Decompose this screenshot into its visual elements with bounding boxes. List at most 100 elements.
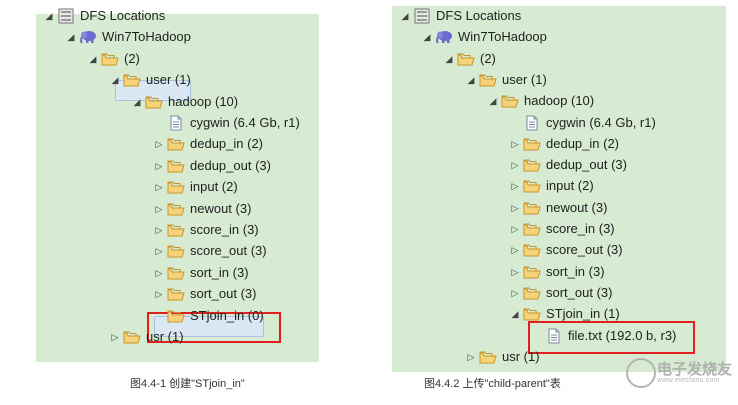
right-tree-item[interactable]: ◢user (1) xyxy=(466,70,738,90)
folder-icon xyxy=(523,285,541,301)
folder-icon xyxy=(167,158,185,174)
expand-arrow-icon[interactable]: ▷ xyxy=(155,139,163,150)
file-icon xyxy=(545,328,563,344)
left-tree-item[interactable]: ◢Win7ToHadoop xyxy=(66,27,366,47)
left-tree-item[interactable]: STjoin_in (0) xyxy=(154,306,454,326)
left-tree-item[interactable]: ▷ usr (1) xyxy=(110,327,410,347)
elephant-icon xyxy=(435,29,453,45)
collapse-arrow-icon[interactable]: ◢ xyxy=(445,53,453,64)
elephant-icon xyxy=(79,29,97,45)
right-tree-item-label: STjoin_in (1) xyxy=(546,306,620,322)
expand-arrow-icon[interactable]: ▷ xyxy=(511,202,519,213)
folder-icon xyxy=(523,306,541,322)
right-tree-item-label: sort_in (3) xyxy=(546,263,605,279)
collapse-arrow-icon[interactable]: ◢ xyxy=(89,53,97,64)
left-tree-item[interactable]: ▷dedup_out (3) xyxy=(154,156,454,176)
expand-arrow-icon[interactable]: ▷ xyxy=(155,203,163,214)
expand-arrow-icon[interactable]: ▷ xyxy=(155,160,163,171)
right-tree-item-label: hadoop (10) xyxy=(524,93,595,109)
watermark-chinese: 电子发烧友 xyxy=(657,361,733,378)
right-tree-item[interactable]: ◢(2) xyxy=(444,49,738,69)
left-tree-item-label: score_out (3) xyxy=(190,243,267,259)
expand-arrow-icon[interactable]: ▷ xyxy=(511,138,519,149)
left-tree-item[interactable]: ▷ score_out (3) xyxy=(154,241,454,261)
expand-arrow-icon[interactable]: ▷ xyxy=(511,266,519,277)
collapse-arrow-icon[interactable]: ◢ xyxy=(401,11,409,21)
expand-arrow-icon[interactable]: ▷ xyxy=(155,289,163,300)
expand-arrow-icon[interactable]: ▷ xyxy=(155,225,163,235)
expand-arrow-icon[interactable]: ▷ xyxy=(155,182,163,193)
left-caption: 图4.4-1 创建"STjoin_in" xyxy=(130,378,245,390)
folder-icon xyxy=(167,201,185,217)
right-tree-item[interactable]: ◢Win7ToHadoop xyxy=(422,27,722,47)
collapse-arrow-icon[interactable]: ◢ xyxy=(45,11,53,21)
right-tree-item[interactable]: ▷usr (1) xyxy=(466,347,738,367)
right-tree-item[interactable]: ◢DFS Locations xyxy=(400,6,700,26)
left-tree-item[interactable]: ▷newout (3) xyxy=(154,199,454,219)
expand-arrow-icon[interactable]: ▷ xyxy=(111,332,119,342)
right-tree-item-label: input (2) xyxy=(546,178,594,194)
left-tree-item-label: user (1) xyxy=(146,72,191,88)
left-tree-item[interactable]: ▷ dedup_in (2) xyxy=(154,134,454,154)
collapse-arrow-icon[interactable]: ◢ xyxy=(111,75,119,86)
expand-arrow-icon[interactable]: ▷ xyxy=(511,245,519,256)
right-tree-item[interactable]: ▷sort_out (3) xyxy=(510,283,738,303)
folder-icon xyxy=(123,72,141,88)
left-tree-item[interactable]: ▷sort_in (3) xyxy=(154,263,454,283)
left-tree-item[interactable]: cygwin (6.4 Gb, r1) xyxy=(154,113,454,133)
expand-arrow-icon[interactable]: ▷ xyxy=(511,287,519,298)
collapse-arrow-icon[interactable]: ◢ xyxy=(489,96,497,107)
collapse-arrow-icon[interactable]: ◢ xyxy=(67,32,75,43)
folder-icon xyxy=(167,265,185,281)
right-tree-item[interactable]: ▷score_out (3) xyxy=(510,240,738,260)
folder-icon xyxy=(167,286,185,302)
left-tree-item-label: usr (1) xyxy=(146,329,184,344)
left-tree-item[interactable]: ◢ DFS Locations xyxy=(44,6,344,26)
right-tree-item-label: score_in (3) xyxy=(546,221,615,236)
folder-icon xyxy=(501,93,519,109)
right-tree-item[interactable]: file.txt (192.0 b, r3) xyxy=(532,326,738,346)
expand-arrow-icon[interactable]: ▷ xyxy=(155,246,163,257)
folder-icon xyxy=(479,349,497,365)
right-tree-item[interactable]: ▷ score_in (3) xyxy=(510,219,738,239)
left-tree-item[interactable]: ▷input (2) xyxy=(154,177,454,197)
folder-icon xyxy=(523,157,541,173)
right-tree-item[interactable]: ▷ sort_in (3) xyxy=(510,262,738,282)
right-tree-item[interactable]: ▷ dedup_out (3) xyxy=(510,155,738,175)
expand-arrow-icon[interactable]: ▷ xyxy=(511,181,519,192)
right-tree-item[interactable]: ▷dedup_in (2) xyxy=(510,134,738,154)
collapse-arrow-icon[interactable]: ◢ xyxy=(133,96,141,107)
left-tree-item[interactable]: ▷score_in (3) xyxy=(154,220,454,240)
folder-icon xyxy=(167,243,185,259)
right-tree-item-label: cygwin (6.4 Gb, r1) xyxy=(546,114,656,130)
watermark: 电子发烧友 www.elecfans.com xyxy=(626,356,736,392)
collapse-arrow-icon[interactable]: ◢ xyxy=(467,74,475,85)
right-tree-item-label: file.txt (192.0 b, r3) xyxy=(568,327,677,343)
collapse-arrow-icon[interactable]: ◢ xyxy=(423,32,431,43)
folder-icon xyxy=(167,179,185,195)
right-tree-item[interactable]: ▷newout (3) xyxy=(510,198,738,218)
right-tree-item[interactable]: ▷ input (2) xyxy=(510,176,738,196)
highlight-box xyxy=(147,312,281,343)
folder-icon xyxy=(101,51,119,67)
expand-arrow-icon[interactable]: ▷ xyxy=(467,351,475,362)
expand-arrow-icon[interactable]: ▷ xyxy=(511,160,519,171)
left-tree-item-label: hadoop (10) xyxy=(168,93,239,109)
right-tree-item[interactable]: ◢ hadoop (10) xyxy=(488,91,738,111)
right-tree-item-label: dedup_out (3) xyxy=(546,157,627,173)
right-tree-item[interactable]: ◢ STjoin_in (1) xyxy=(510,304,738,324)
folder-icon xyxy=(523,242,541,258)
left-tree-item-label: dedup_in (2) xyxy=(190,136,263,152)
right-tree-item[interactable]: cygwin (6.4 Gb, r1) xyxy=(510,113,738,133)
folder-icon xyxy=(523,178,541,194)
folder-icon xyxy=(167,222,185,238)
left-tree-item[interactable]: ◢ user (1) xyxy=(110,70,410,90)
dfs-icon xyxy=(57,8,75,24)
left-tree-item-label: DFS Locations xyxy=(80,8,166,23)
collapse-arrow-icon[interactable]: ◢ xyxy=(511,309,519,320)
left-tree-item[interactable]: ◢ hadoop (10) xyxy=(132,92,432,112)
expand-arrow-icon[interactable]: ▷ xyxy=(155,267,163,278)
left-tree-item[interactable]: ▷sort_out (3) xyxy=(154,284,454,304)
left-tree-item[interactable]: ◢(2) xyxy=(88,49,388,69)
expand-arrow-icon[interactable]: ▷ xyxy=(511,224,519,234)
